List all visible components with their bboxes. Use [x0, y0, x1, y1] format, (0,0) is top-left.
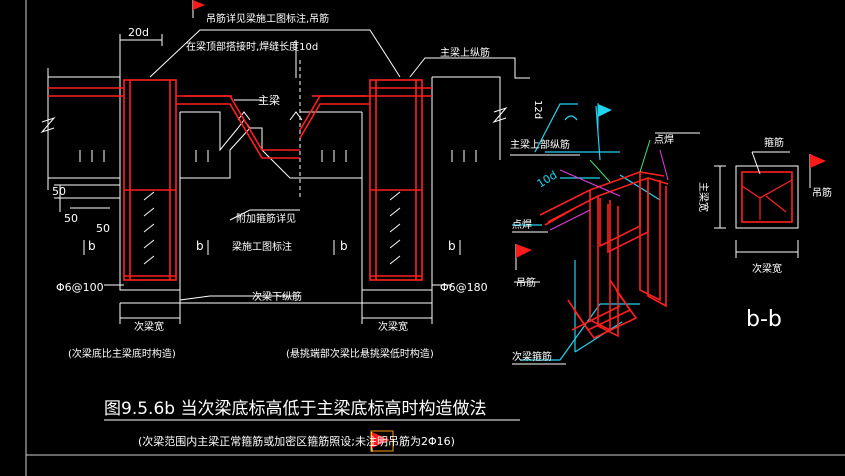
flag-icon — [370, 430, 394, 452]
iso-spot-weld-label: 点焊 — [654, 134, 674, 146]
iso-spot-weld-label-2: 点焊 — [512, 219, 532, 231]
iso-dim-12d: 12d — [532, 100, 543, 119]
section-b-1: b — [88, 239, 96, 253]
bb-main-width-label: 主梁宽 — [697, 182, 710, 212]
flag-icon — [597, 103, 612, 130]
top-note-line1: 吊筋详见梁施工图标注,吊筋 — [206, 12, 329, 25]
dim-50-c: 50 — [96, 222, 110, 235]
break-mark-left — [40, 116, 56, 134]
case-right-label: (悬挑端部次梁比悬挑梁低时构造) — [286, 347, 434, 360]
dim-20d: 20d — [128, 26, 149, 39]
stirrup-left-label: Φ6@100 — [56, 281, 104, 294]
flag-icon — [192, 0, 205, 18]
bb-title: b-b — [746, 307, 782, 332]
case-left-label: (次梁底比主梁底时构造) — [68, 347, 176, 360]
sec-beam-width-left: 次梁宽 — [134, 320, 164, 333]
section-b-2: b — [196, 239, 204, 253]
footnote: (次梁范围内主梁正常箍筋或加密区箍筋照设;未注明吊筋为2Φ16) — [138, 434, 455, 448]
dim-50-a: 50 — [52, 185, 66, 198]
stirrup-ticks — [143, 191, 401, 265]
flag-markers — [192, 0, 826, 452]
added-stirrup-line2: 梁施工图标注 — [232, 240, 292, 253]
bb-sec-width-label: 次梁宽 — [752, 262, 782, 275]
top-note-line2: 在梁顶部搭接时,焊缝长度10d — [186, 40, 318, 53]
slab-top-right — [432, 76, 501, 160]
break-mark-right — [492, 106, 508, 124]
stirrup-right-label: Φ6@180 — [440, 281, 488, 294]
flag-icon — [809, 154, 826, 182]
isometric-detail — [510, 103, 700, 365]
figure-title: 图9.5.6b 当次梁底标高低于主梁底标高时构造做法 — [104, 399, 486, 419]
sec-beam-bottom-bars-label: 次梁下纵筋 — [252, 290, 302, 303]
sec-beam-width-right: 次梁宽 — [378, 320, 408, 333]
section-b-3: b — [340, 239, 348, 253]
left-sec-beam-cage — [123, 79, 177, 281]
right-sec-beam-cage — [369, 79, 423, 281]
dimension-lines — [54, 29, 530, 324]
main-beam-label: 主梁 — [258, 93, 280, 107]
section-bb — [714, 151, 811, 258]
left-secondary-beam-outline — [119, 77, 300, 291]
section-b-4: b — [448, 239, 456, 253]
iso-sec-stirrups-label: 次梁箍筋 — [512, 350, 552, 363]
bb-hanger-label: 吊筋 — [812, 186, 832, 199]
main-beam-top-bars-label: 主梁上纵筋 — [440, 46, 490, 59]
main-beam-stirrups — [79, 150, 477, 162]
elevation-rebars — [48, 79, 432, 281]
iso-main-top-bars-label: 主梁上部纵筋 — [510, 138, 570, 151]
flag-icon — [515, 244, 532, 270]
added-stirrup-line1: 附加箍筋详见 — [236, 212, 296, 225]
dim-50-b: 50 — [64, 212, 78, 225]
bb-stirrup-label: 箍筋 — [764, 136, 784, 149]
iso-hanger-label: 吊筋 — [516, 276, 536, 289]
